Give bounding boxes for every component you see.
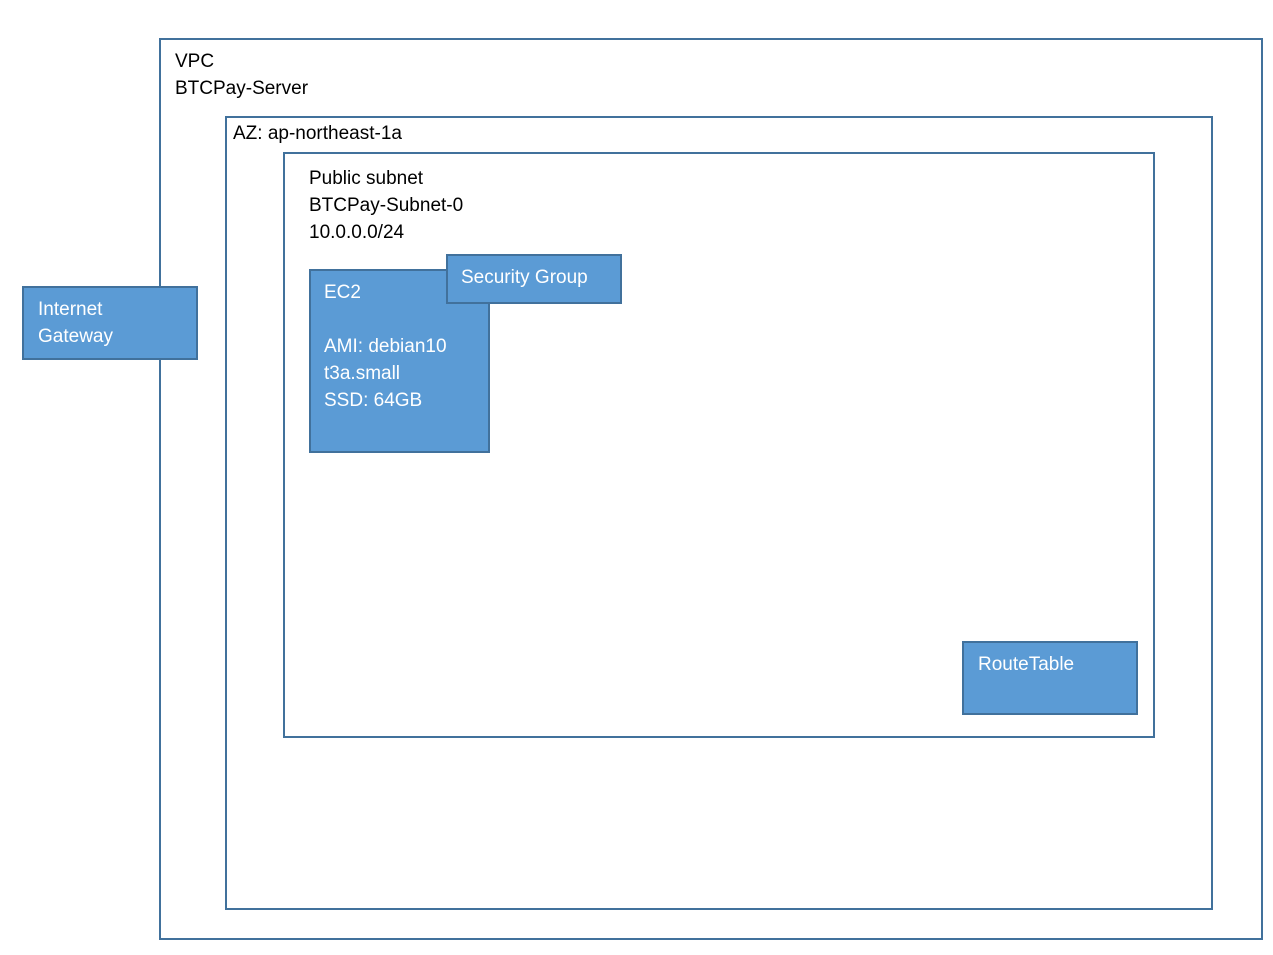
az-label-group: AZ: ap-northeast-1a xyxy=(233,120,402,147)
ec2-spacer xyxy=(324,306,447,333)
subnet-name: BTCPay-Subnet-0 xyxy=(309,195,464,216)
ec2-label: EC2 AMI: debian10 t3a.small SSD: 64GB xyxy=(324,279,447,414)
route-table-label-group: RouteTable xyxy=(978,651,1074,678)
internet-gateway-label: Internet Gateway xyxy=(38,296,113,350)
internet-gateway-box: Internet Gateway xyxy=(22,286,198,360)
subnet-cidr: 10.0.0.0/24 xyxy=(309,222,405,243)
route-table-box: RouteTable xyxy=(962,641,1138,715)
subnet-label: Public subnet BTCPay-Subnet-0 10.0.0.0/2… xyxy=(309,165,463,246)
route-table-label: RouteTable xyxy=(978,654,1075,675)
ec2-storage: SSD: 64GB xyxy=(324,390,423,411)
vpc-name: BTCPay-Server xyxy=(175,78,309,99)
security-group-label: Security Group xyxy=(461,267,588,288)
security-group-label-group: Security Group xyxy=(461,264,588,291)
ec2-ami: AMI: debian10 xyxy=(324,336,447,357)
az-label: AZ: ap-northeast-1a xyxy=(233,123,402,144)
subnet-type: Public subnet xyxy=(309,168,424,189)
internet-gateway-line-1: Internet xyxy=(38,299,103,320)
internet-gateway-line-2: Gateway xyxy=(38,326,113,347)
ec2-title: EC2 xyxy=(324,282,361,303)
vpc-label: VPC BTCPay-Server xyxy=(175,48,308,102)
vpc-title: VPC xyxy=(175,51,215,72)
ec2-instance-type: t3a.small xyxy=(324,363,401,384)
security-group-box: Security Group xyxy=(446,254,622,304)
public-subnet-container: Public subnet BTCPay-Subnet-0 10.0.0.0/2… xyxy=(283,152,1155,738)
